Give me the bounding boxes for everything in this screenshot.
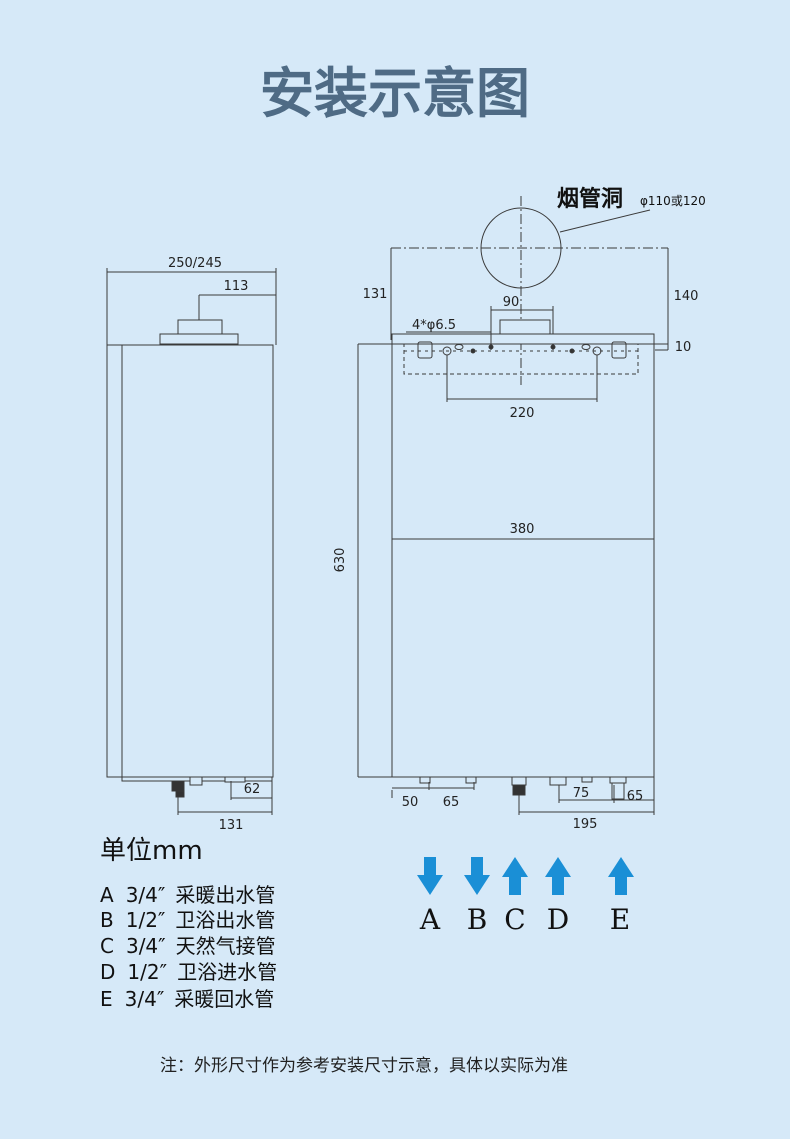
dim-front-75: 75 [573, 786, 590, 801]
dim-front-131: 131 [363, 287, 388, 302]
flow-letters: A B C D E [419, 903, 630, 936]
flow-letter-a: A [419, 903, 441, 936]
footnote: 注：外形尺寸作为参考安装尺寸示意，具体以实际为准 [160, 1056, 568, 1076]
arrow-down-icon [464, 857, 490, 895]
dim-front-65a: 65 [443, 795, 460, 810]
dim-front-195: 195 [573, 817, 598, 832]
dim-front-90: 90 [503, 295, 520, 310]
arrow-up-icon [502, 857, 528, 895]
dim-front-220: 220 [510, 406, 535, 421]
dim-front-holes: 4*φ6.5 [412, 318, 456, 333]
arrow-up-icon [545, 857, 571, 895]
dim-front-380: 380 [510, 522, 535, 537]
flue-label: 烟管洞 [557, 186, 623, 212]
arrow-up-icon [608, 857, 634, 895]
unit-label: 单位mm [100, 836, 203, 866]
flow-letter-c: C [504, 903, 525, 936]
front-view [357, 196, 669, 815]
dim-front-140: 140 [674, 289, 699, 304]
dim-side-131: 131 [219, 818, 244, 833]
flow-letter-b: B [467, 903, 488, 936]
dim-front-50: 50 [402, 795, 419, 810]
flow-letter-d: D [547, 903, 569, 936]
dim-front-10: 10 [675, 340, 692, 355]
flow-arrows [417, 857, 634, 895]
arrow-down-icon [417, 857, 443, 895]
dim-front-65b: 65 [627, 789, 644, 804]
dim-side-62: 62 [244, 782, 261, 797]
dim-side-flue-offset: 113 [224, 279, 249, 294]
page-title: 安装示意图 [260, 62, 530, 125]
dim-side-depth: 250/245 [168, 256, 222, 271]
side-view [106, 268, 277, 815]
flow-letter-e: E [610, 903, 630, 936]
dim-front-630: 630 [333, 548, 348, 573]
flue-spec: φ110或120 [640, 194, 706, 208]
